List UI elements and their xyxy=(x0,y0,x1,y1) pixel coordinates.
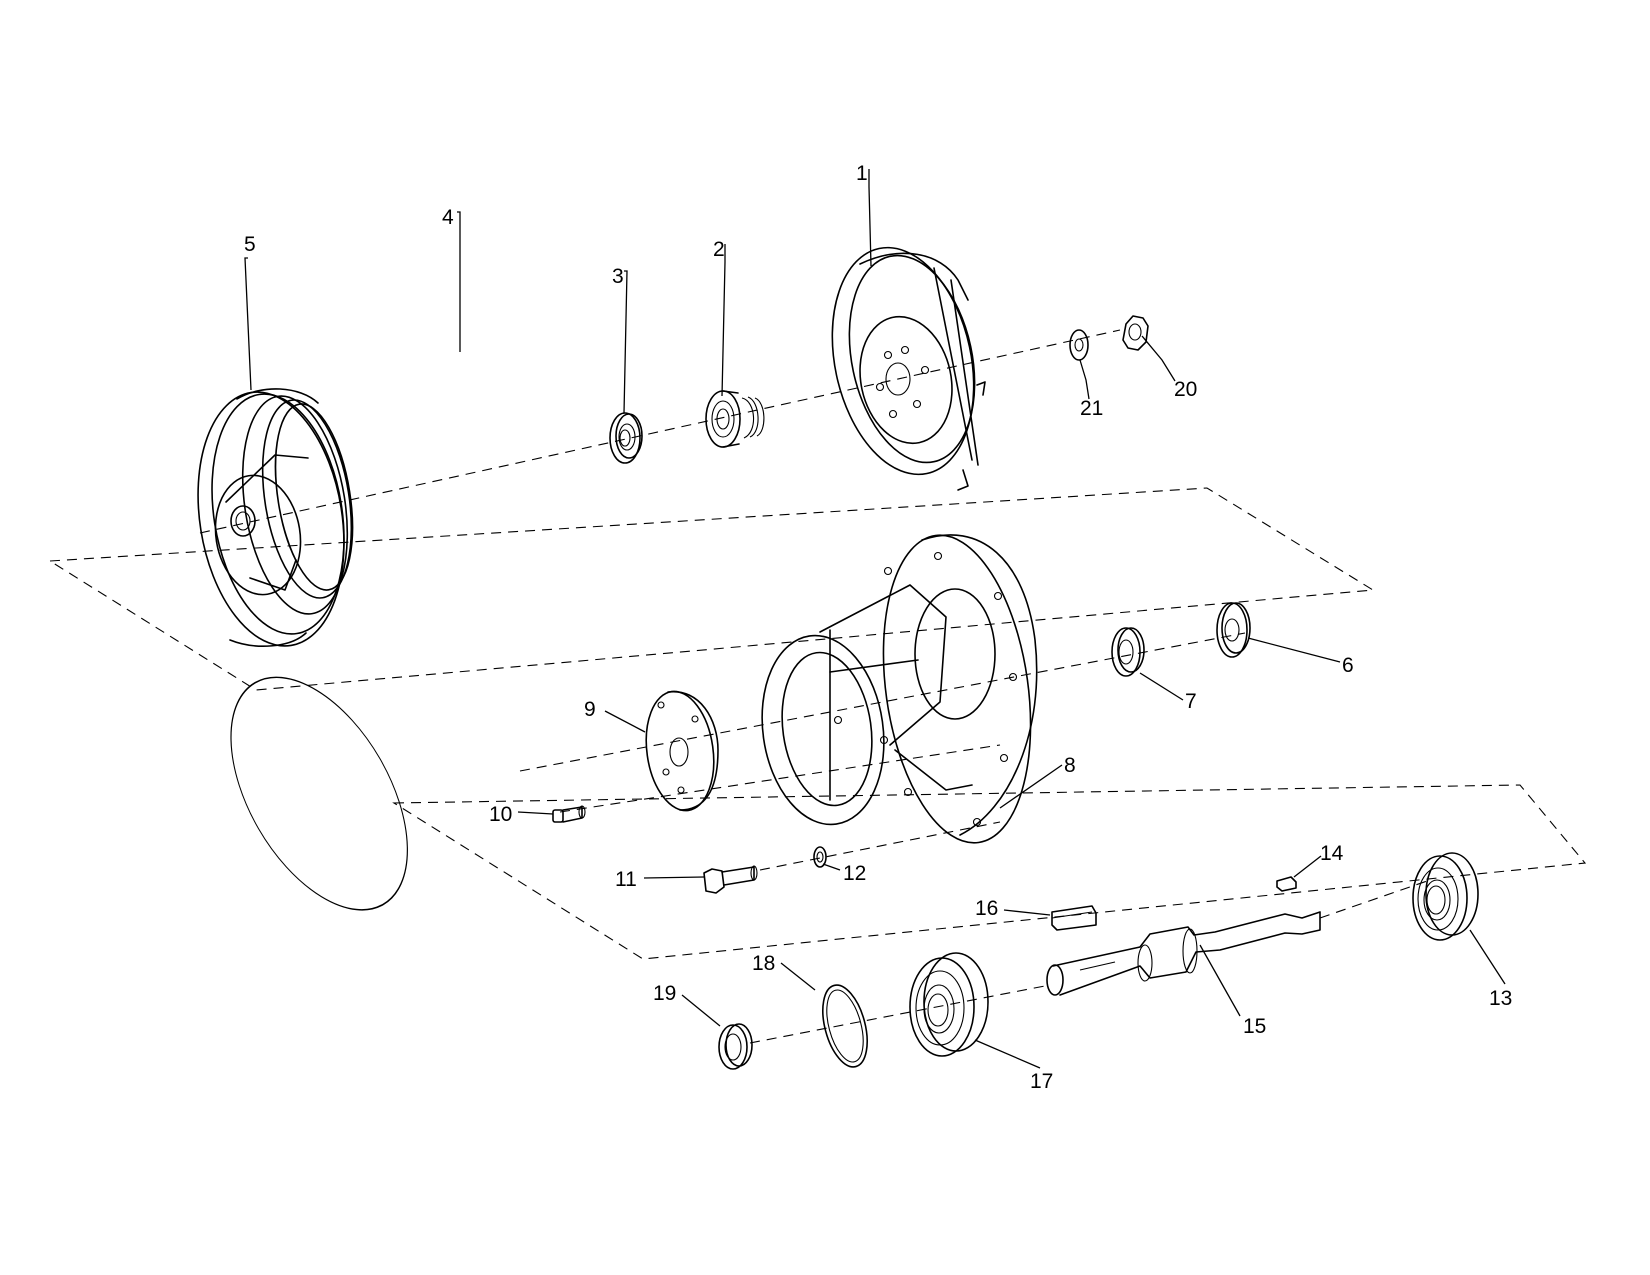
assembly-plane-middle xyxy=(392,784,1587,960)
callout-20: 20 xyxy=(1174,378,1197,401)
part-7-lip-seal xyxy=(1111,627,1145,677)
axis-shaft xyxy=(749,879,1431,1044)
callout-13: 13 xyxy=(1489,987,1512,1010)
part-21-washer xyxy=(1069,329,1089,361)
part-14-key xyxy=(1276,876,1297,892)
callout-7: 7 xyxy=(1185,690,1197,713)
part-19-seal xyxy=(718,1023,753,1070)
part-2-mechanical-seal xyxy=(705,390,765,448)
callout-2: 2 xyxy=(713,238,725,261)
callout-3: 3 xyxy=(612,265,624,288)
callout-6: 6 xyxy=(1342,654,1354,677)
callout-12: 12 xyxy=(843,862,866,885)
part-3-seal-seat xyxy=(609,412,643,464)
callout-1: 1 xyxy=(856,162,868,185)
callout-11: 11 xyxy=(615,868,637,891)
part-11-hex-bolt xyxy=(703,865,758,894)
callout-15: 15 xyxy=(1243,1015,1266,1038)
callout-16: 16 xyxy=(975,897,998,920)
callout-18: 18 xyxy=(752,952,775,975)
callout-9: 9 xyxy=(584,698,596,721)
axis-middle-lower xyxy=(559,744,1001,813)
part-5-casing xyxy=(197,388,354,647)
callout-21: 21 xyxy=(1080,397,1103,420)
callout-17: 17 xyxy=(1030,1070,1053,1093)
part-13-ball-bearing xyxy=(1412,852,1479,941)
part-6-deflector xyxy=(1216,602,1251,658)
part-10-cap-screw xyxy=(552,805,586,823)
part-9-bearing-cover xyxy=(645,690,719,812)
part-20-nut xyxy=(1122,315,1149,351)
assembly-plane-upper xyxy=(48,487,1375,691)
callout-14: 14 xyxy=(1320,842,1344,865)
callout-19: 19 xyxy=(653,982,676,1005)
leader-lines xyxy=(244,169,1506,1069)
part-18-retaining-ring xyxy=(822,984,868,1068)
callout-4: 4 xyxy=(442,206,454,229)
part-16-key xyxy=(1051,905,1097,931)
axis-middle xyxy=(519,632,1246,772)
axis-upper xyxy=(199,329,1121,534)
part-8-bearing-frame xyxy=(761,534,1038,844)
callout-10: 10 xyxy=(489,803,512,826)
callout-labels: 1 2 3 4 5 6 7 8 9 10 11 12 13 14 15 16 1… xyxy=(244,162,1512,1093)
part-1-impeller xyxy=(831,246,986,491)
callout-5: 5 xyxy=(244,233,256,256)
part-15-shaft xyxy=(1046,911,1321,996)
part-4-o-ring xyxy=(230,676,408,911)
part-17-ball-bearing xyxy=(909,952,989,1057)
axis-bolt xyxy=(759,821,1001,871)
callout-8: 8 xyxy=(1064,754,1076,777)
part-12-lock-washer xyxy=(813,846,827,868)
